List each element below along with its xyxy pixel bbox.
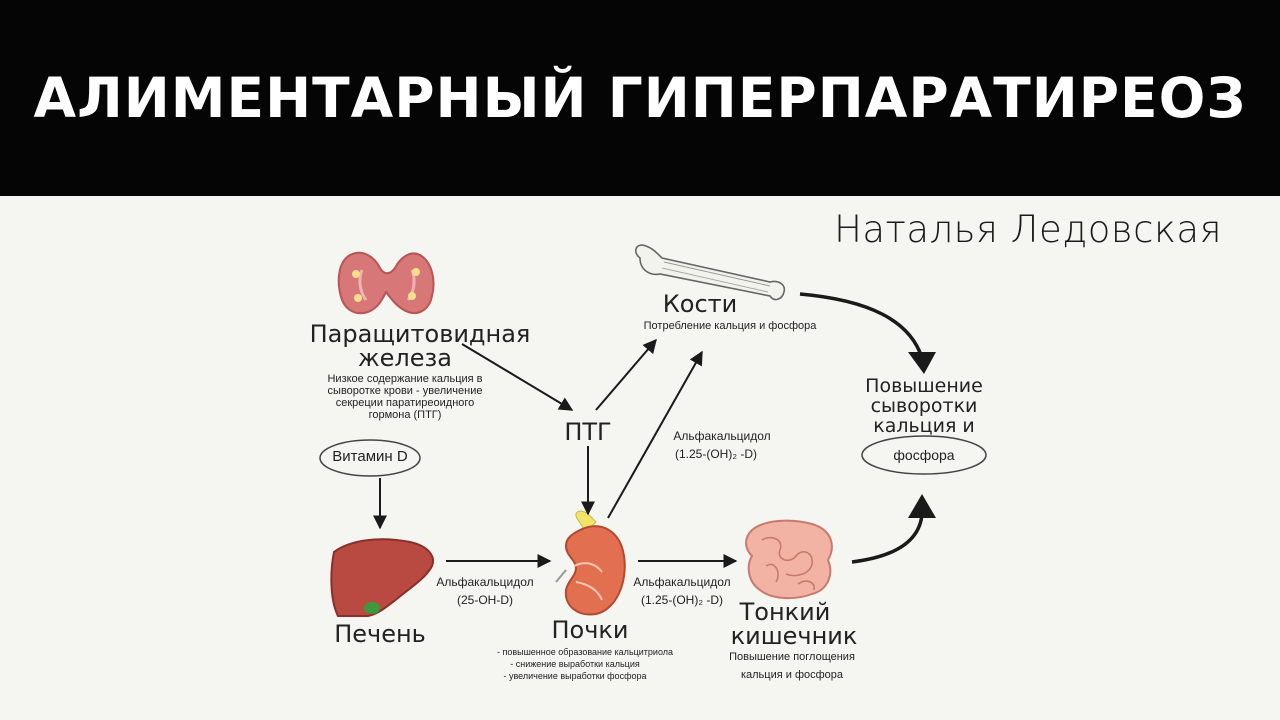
kidney-effect-1: - повышенное образование кальцитриола xyxy=(496,647,674,657)
result-line1: Повышение xyxy=(865,375,983,397)
kidney-intestine-label-line2: (1.25-(OH)₂ -D) xyxy=(641,593,723,607)
bones-label: Кости xyxy=(662,290,738,318)
kidney-intestine-label-line1: Альфакальцидол xyxy=(633,575,731,589)
kidney-bone-label-line1: Альфакальцидол xyxy=(673,429,771,443)
intestine-image xyxy=(745,519,833,600)
kidney-label: Почки xyxy=(551,616,629,644)
parathyroid-desc-line1: Низкое содержание кальция в xyxy=(327,373,483,385)
liver-kidney-label-line2: (25-OH-D) xyxy=(457,593,513,607)
bone-image xyxy=(634,244,786,301)
liver-kidney-label-line1: Альфакальцидол xyxy=(436,575,534,589)
result-line2: сыворотки xyxy=(870,395,978,417)
liver-label: Печень xyxy=(334,620,426,648)
intestine-desc-line2: кальция и фосфора xyxy=(740,669,844,681)
parathyroid-desc-line3: секреции паратиреоидного xyxy=(335,397,475,409)
intestine-desc-line1: Повышение поглощения xyxy=(729,651,855,663)
title-banner xyxy=(0,0,1280,196)
parathyroid-title-line2: железа xyxy=(358,344,452,372)
kidney-effect-2: - снижение выработки кальция xyxy=(510,659,640,669)
bones-desc: Потребление кальция и фосфора xyxy=(643,320,817,332)
arrow-intestine-to-result-head xyxy=(908,494,936,518)
arrow-bone-to-result-line xyxy=(799,292,924,359)
result-oval xyxy=(861,435,987,475)
intestine-title-line2: кишечник xyxy=(730,622,858,650)
kidney-effect-3: - увеличение выработки фосфора xyxy=(503,671,647,681)
kidney-image xyxy=(555,510,626,616)
intestine-title-line1: Тонкий xyxy=(739,598,831,626)
vitamin-d-label: Витамин D xyxy=(332,448,408,465)
arrow-parathyroid-to-pth xyxy=(461,343,574,411)
parathyroid-desc-line2: сыворотке крови - увеличение xyxy=(327,385,483,397)
arrow-bone-to-result-head xyxy=(908,352,936,374)
result-line3: кальция и xyxy=(873,415,975,437)
result-oval-label: фосфора xyxy=(893,447,955,463)
arrow-pth-to-bone xyxy=(595,338,657,411)
page-title: АЛИМЕНТАРНЫЙ ГИПЕРПАРАТИРЕОЗ xyxy=(33,66,1247,130)
parathyroid-desc-line4: гормона (ПТГ) xyxy=(368,409,442,421)
author-name: Наталья Ледовская xyxy=(834,208,1222,251)
liver-image xyxy=(330,538,434,617)
kidney-bone-label-line2: (1.25-(OH)₂ -D) xyxy=(675,447,757,461)
arrow-kidney-to-bone xyxy=(607,350,703,519)
arrow-intestine-to-result-line xyxy=(851,513,924,564)
parathyroid-title-line1: Паращитовидная xyxy=(309,320,531,348)
pth-label: ПТГ xyxy=(564,418,612,446)
parathyroid-gland-image xyxy=(337,251,435,315)
vitamin-d-oval xyxy=(319,439,421,477)
